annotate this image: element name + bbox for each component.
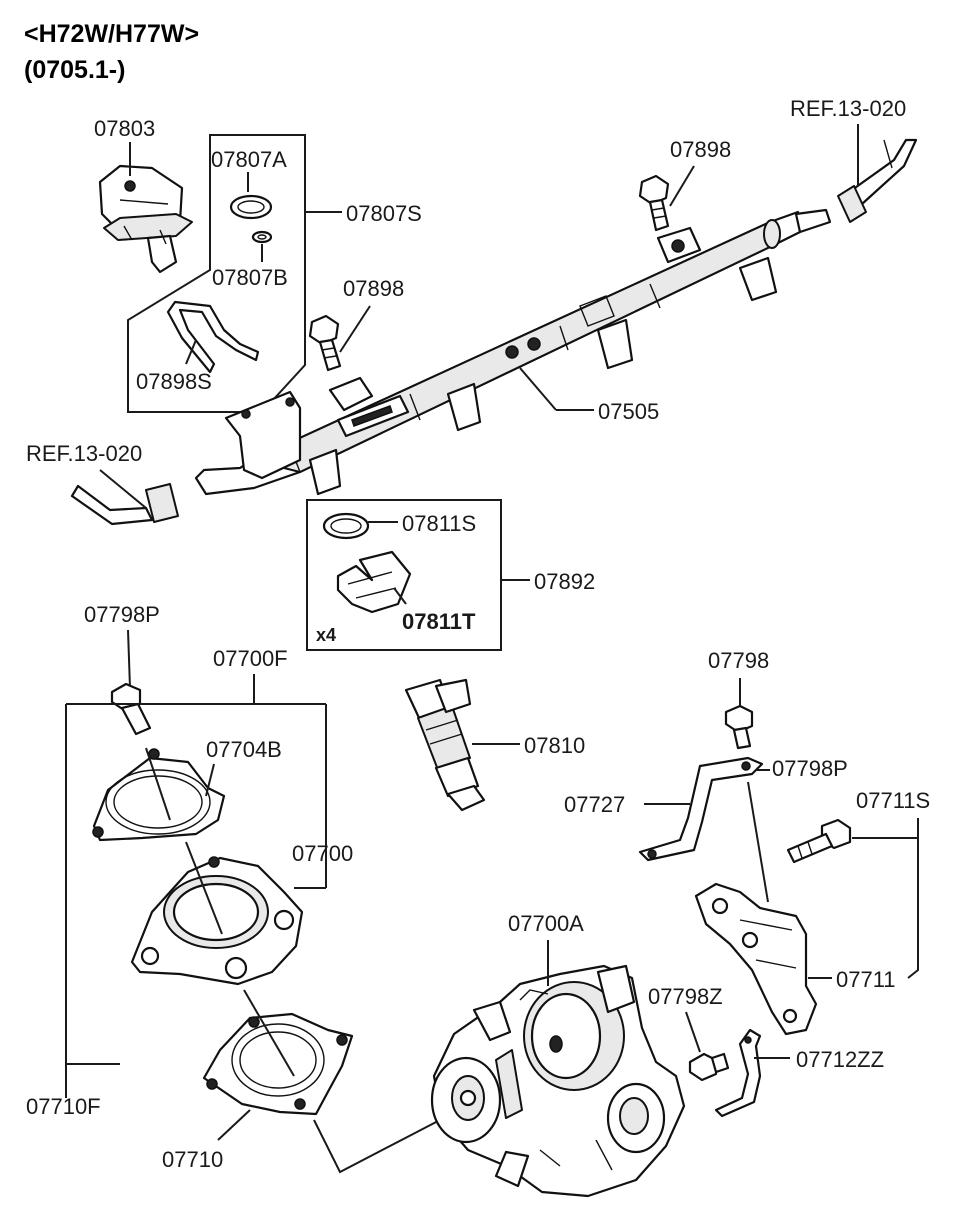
label-07710: 07710: [162, 1147, 223, 1172]
bracket-icon: [694, 882, 818, 1036]
bracket-icon: [638, 756, 764, 862]
kit-frame-07892: [306, 499, 502, 651]
throttle-body-icon: [430, 964, 686, 1198]
label-07727: 07727: [564, 792, 625, 817]
clip-icon: [166, 300, 260, 374]
label-07811T: 07811T: [402, 609, 476, 634]
label-x4: x4: [316, 625, 336, 645]
label-07711S: 07711S: [856, 788, 930, 813]
fuel-rail-icon: [194, 208, 832, 496]
label-07798Z: 07798Z: [648, 984, 723, 1009]
label-07505: 07505: [598, 399, 659, 424]
gasket-icon: [92, 748, 226, 842]
kit-frame-07807S: [127, 134, 306, 413]
label-07704B: 07704B: [206, 737, 282, 762]
fuel-line-icon: [837, 138, 918, 223]
fuel-pressure-regulator-icon: [98, 164, 193, 274]
label-07810: 07810: [524, 733, 585, 758]
bolt-icon: [724, 704, 754, 750]
label-07700: 07700: [292, 841, 353, 866]
o-ring-icon: [322, 512, 370, 540]
label-ref-left: REF.13-020: [26, 441, 142, 466]
label-07700A: 07700A: [508, 911, 584, 936]
date-range: (0705.1-): [24, 56, 125, 84]
label-07798P-right: 07798P: [772, 756, 848, 781]
clip-icon: [714, 1028, 762, 1118]
gasket-icon: [202, 1012, 354, 1116]
fuel-injector-icon: [404, 678, 486, 812]
label-07892: 07892: [534, 569, 595, 594]
label-07807B: 07807B: [212, 265, 288, 290]
bolt-icon: [308, 314, 342, 372]
label-ref-top: REF.13-020: [790, 96, 906, 121]
label-07807A: 07807A: [211, 147, 287, 172]
label-07798P-left: 07798P: [84, 602, 160, 627]
bolt-icon: [688, 1052, 730, 1082]
label-07711: 07711: [836, 967, 896, 992]
model-title: <H72W/H77W>: [24, 20, 199, 48]
label-07807S: 07807S: [346, 201, 422, 226]
fuel-line-icon: [70, 483, 179, 526]
label-07712ZZ: 07712ZZ: [796, 1047, 884, 1072]
bolt-icon: [786, 818, 852, 864]
clip-icon: [336, 550, 412, 614]
label-07811S: 07811S: [402, 511, 476, 536]
bolt-icon: [638, 174, 670, 232]
label-07803: 07803: [94, 116, 155, 141]
label-07898-mid: 07898: [343, 276, 404, 301]
group-bracket-07700F: [65, 674, 327, 1065]
bolt-icon: [110, 682, 152, 736]
label-07710F: 07710F: [26, 1094, 101, 1119]
label-07898S: 07898S: [136, 369, 212, 394]
o-ring-icon: [229, 194, 273, 244]
label-07700F: 07700F: [213, 646, 288, 671]
label-07798: 07798: [708, 648, 769, 673]
label-07898-top: 07898: [670, 137, 731, 162]
